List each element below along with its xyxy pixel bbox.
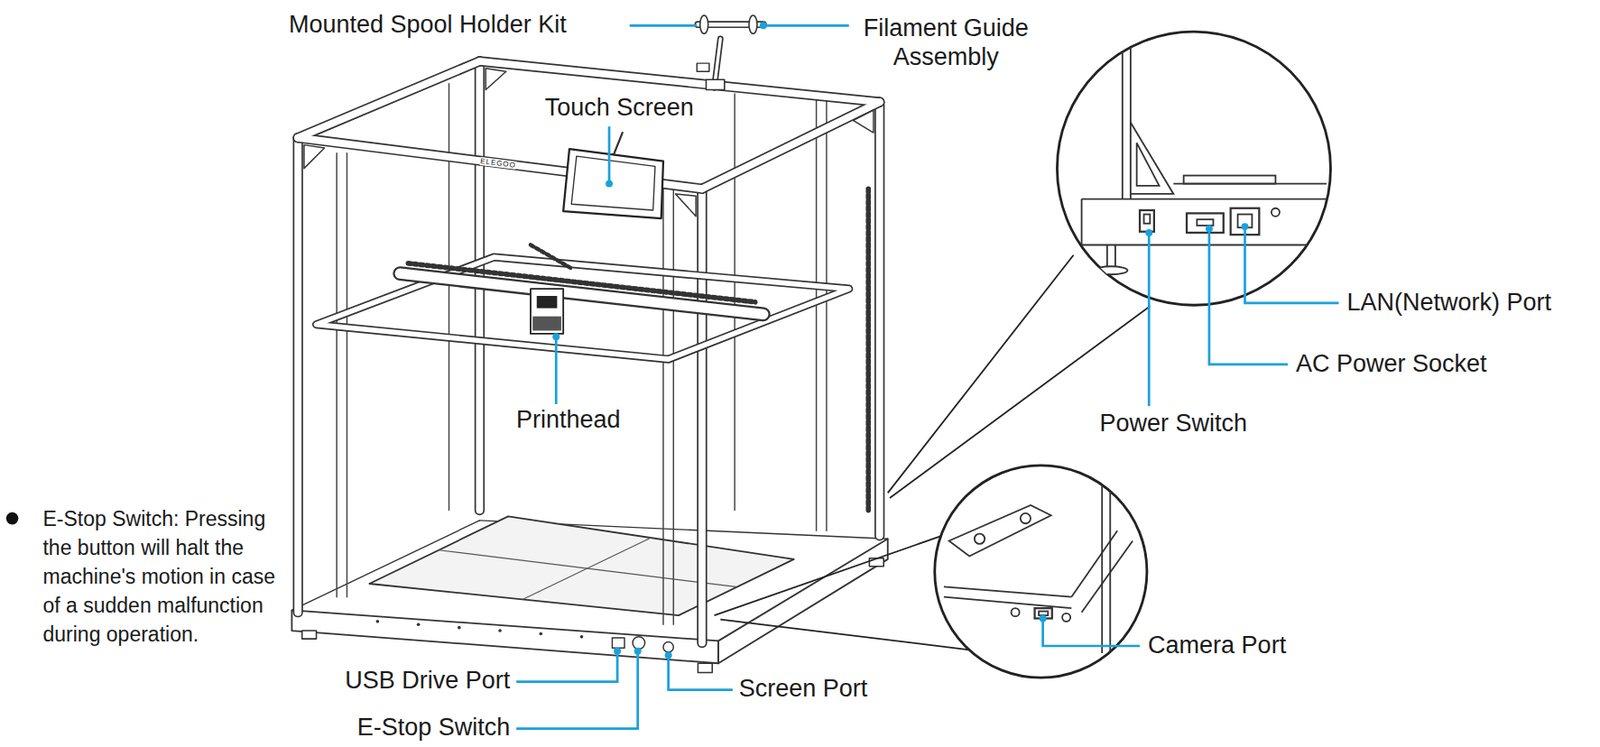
part-label: AC Power Socket [1295, 350, 1488, 379]
part-label: Camera Port [1147, 631, 1286, 660]
bullet [6, 512, 19, 526]
leader-line [516, 25, 1339, 729]
detail-circle [1056, 30, 1331, 306]
note-text: E-Stop Switch: Pressing the button will … [42, 504, 276, 649]
part-label: Screen Port [739, 675, 869, 704]
part-label: USB Drive Port [344, 667, 510, 696]
part-label: E-Stop Switch [357, 714, 511, 743]
part-label: Touch Screen [545, 93, 694, 122]
part-label: Power Switch [1100, 410, 1249, 439]
part-label: Filament Guide Assembly [836, 14, 1056, 71]
detail-circle [934, 465, 1147, 678]
brand-logo: ELEGOO [479, 157, 517, 170]
printer-frame [291, 15, 888, 673]
part-label: LAN(Network) Port [1347, 288, 1553, 317]
part-label: Mounted Spool Holder Kit [288, 11, 567, 40]
part-label: Printhead [516, 406, 621, 435]
